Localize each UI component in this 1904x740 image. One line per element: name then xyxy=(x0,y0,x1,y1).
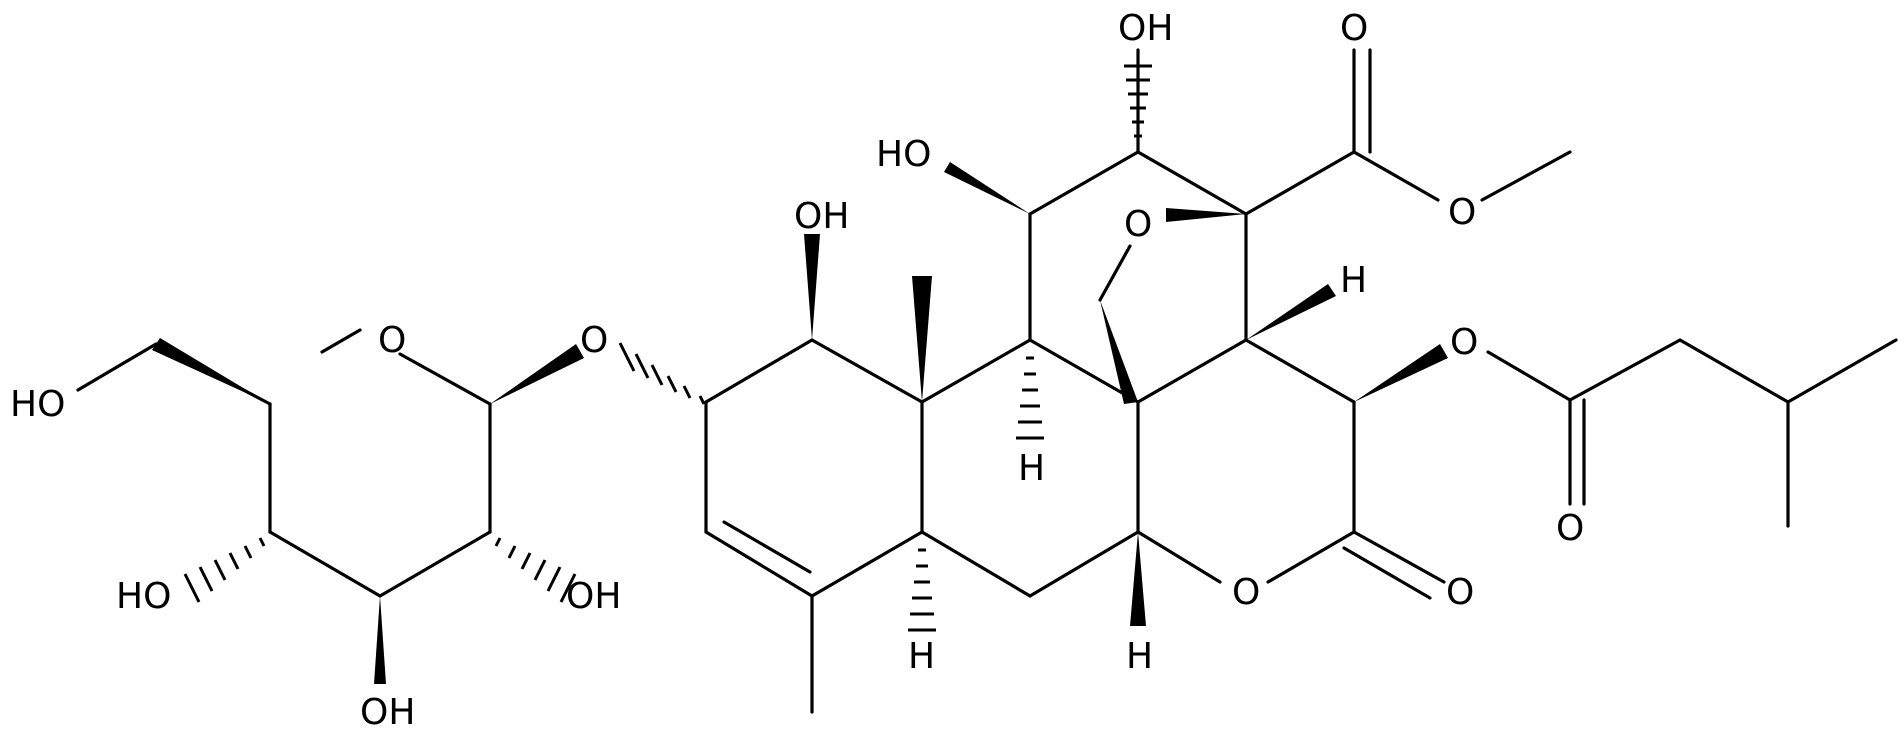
bond xyxy=(920,338,1032,404)
wedge-bond xyxy=(374,596,386,684)
ring-a xyxy=(704,234,932,714)
isovalerate-chain xyxy=(1486,338,1898,528)
atom-label-oh: OH xyxy=(360,692,415,733)
double-bond-outer xyxy=(1352,530,1446,584)
hashed-bond xyxy=(908,548,936,632)
bond xyxy=(1352,150,1440,202)
wedge-bond xyxy=(1246,284,1336,340)
atom-label-o: O xyxy=(1232,572,1260,613)
bond xyxy=(398,352,492,406)
ring-bc xyxy=(908,48,1572,632)
atom-label-o: O xyxy=(1446,572,1474,613)
atom-label-oh: OH xyxy=(566,576,621,617)
atom-label-h: H xyxy=(1126,636,1153,677)
bond xyxy=(1486,350,1572,402)
atom-label-h: H xyxy=(908,636,935,677)
bond xyxy=(1028,338,1140,404)
bond xyxy=(320,328,362,354)
bond xyxy=(1568,338,1682,402)
atom-label-oh: OH xyxy=(1118,8,1173,49)
hashed-bond xyxy=(1124,64,1152,138)
bond xyxy=(268,530,382,598)
bond xyxy=(1480,150,1572,202)
atom-label-o: O xyxy=(1450,322,1478,363)
atom-label-h: H xyxy=(1018,448,1045,489)
atom-label-o: O xyxy=(378,320,406,361)
double-bond-inner xyxy=(722,520,812,574)
glucose-ring xyxy=(76,328,584,684)
wedge-bond xyxy=(1354,344,1448,402)
bond xyxy=(1136,338,1248,404)
atom-label-ho: HO xyxy=(116,576,171,617)
bond xyxy=(810,338,924,404)
bond xyxy=(1098,244,1132,302)
wedge-bond xyxy=(944,162,1030,214)
bond xyxy=(1244,150,1356,216)
bond xyxy=(1266,530,1356,584)
hashed-bond xyxy=(494,537,577,603)
hashed-bond xyxy=(183,537,266,603)
bond xyxy=(704,530,814,598)
atom-label-o: O xyxy=(1556,508,1584,549)
bond xyxy=(704,338,814,404)
bond xyxy=(1786,338,1898,404)
bond xyxy=(378,530,492,598)
bond xyxy=(1136,150,1248,216)
bond xyxy=(1028,530,1140,598)
atom-label-o: O xyxy=(1448,192,1476,233)
double-bond-inner xyxy=(1342,546,1432,600)
atom-label-ho: HO xyxy=(876,134,931,175)
wedge-bond xyxy=(912,276,932,402)
wedge-bond xyxy=(804,234,820,340)
hashed-bond xyxy=(1016,356,1044,440)
atom-label-o: O xyxy=(580,320,608,361)
atom-label-o: O xyxy=(1124,204,1152,245)
wedge-bond xyxy=(1100,300,1138,404)
bond xyxy=(76,342,158,392)
bond xyxy=(920,530,1032,598)
bond xyxy=(1678,338,1790,404)
bond xyxy=(1244,338,1356,404)
atom-label-o: O xyxy=(1340,8,1368,49)
wedge-bond xyxy=(1130,532,1146,626)
bond xyxy=(1028,150,1140,216)
wedge-bond xyxy=(152,338,270,404)
wedge-bond xyxy=(490,344,584,404)
bond xyxy=(1136,530,1222,584)
atom-label-h: H xyxy=(1340,260,1367,301)
wedge-bond xyxy=(1166,208,1246,222)
atom-label-ho: HO xyxy=(10,384,65,425)
glycosidic-link xyxy=(618,342,706,405)
bond xyxy=(810,530,924,598)
atom-label-oh: OH xyxy=(794,196,849,237)
